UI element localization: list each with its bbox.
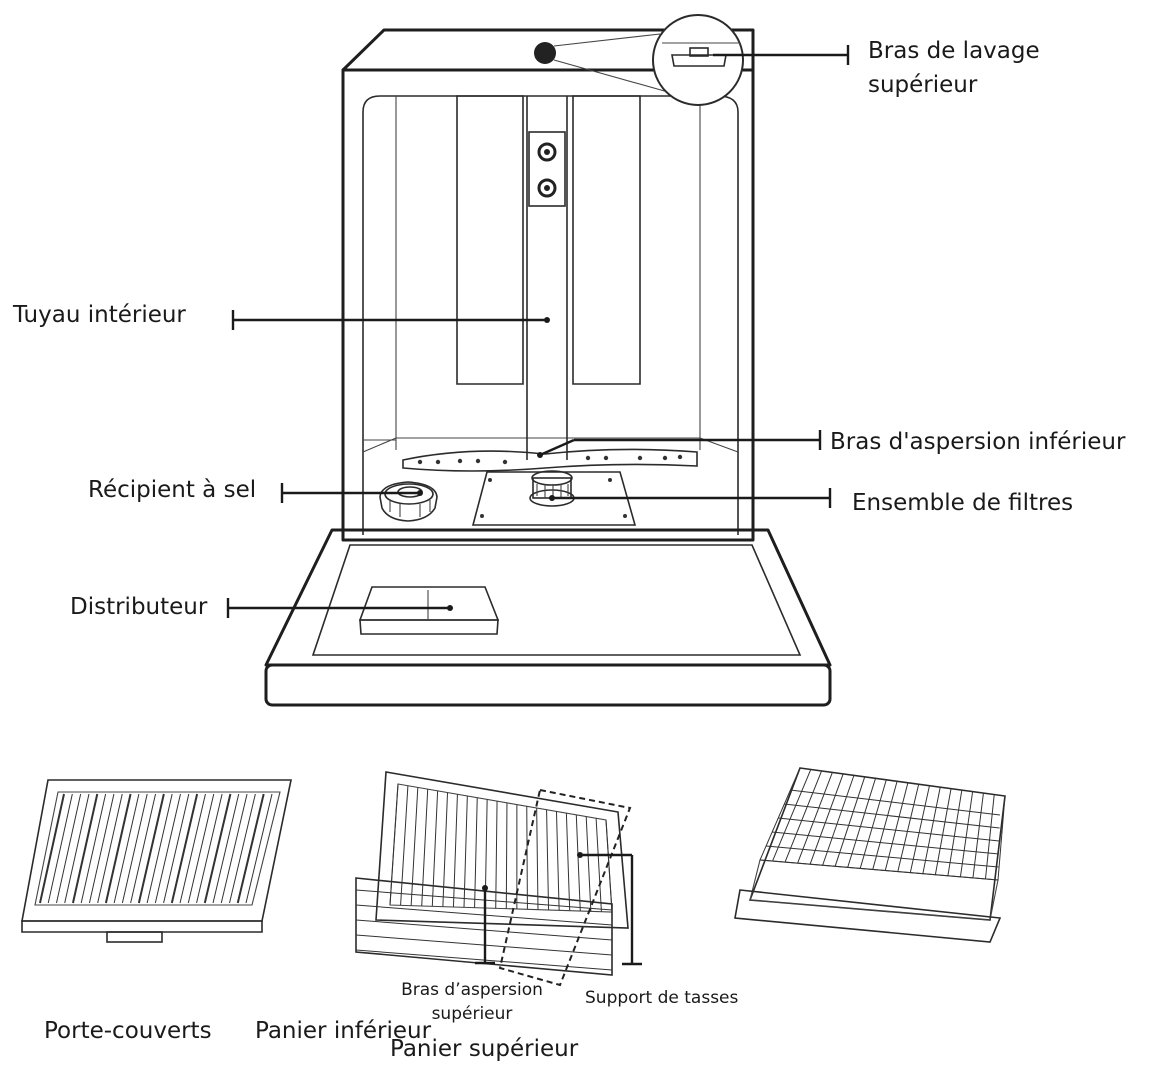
tray-wire: [179, 793, 206, 904]
basket-wire: [859, 779, 887, 869]
basket-wire: [452, 794, 458, 908]
tray-wire: [113, 793, 140, 904]
label-cutlery-tray: Porte-couverts: [44, 1018, 212, 1044]
tray-wire: [146, 793, 173, 904]
basket-wire: [759, 767, 801, 861]
basket-wire: [565, 813, 571, 911]
basket-wire: [463, 795, 468, 908]
basket-wire: [872, 781, 898, 870]
tray-wire: [55, 793, 82, 904]
basket-rail: [765, 845, 999, 868]
tray-wire: [236, 793, 265, 904]
tray-wire: [220, 793, 248, 904]
filter-drawing: [471, 470, 637, 526]
label-upper-spray-arm-line1: Bras d’aspersion: [401, 980, 543, 1000]
tray-wire: [97, 793, 123, 904]
tray-wire: [80, 793, 107, 904]
basket-wire: [474, 797, 478, 908]
tray-wire: [121, 793, 148, 904]
tray-wire: [196, 793, 223, 904]
basket-wire: [772, 769, 812, 862]
tray-wire: [71, 793, 99, 904]
label-upper-basket: Panier supérieur: [390, 1036, 579, 1062]
basket-wire: [526, 806, 528, 910]
label-dispenser: Distributeur: [70, 594, 208, 620]
basket-wire: [947, 790, 963, 876]
basket-wire: [421, 789, 429, 907]
tray-wire: [39, 793, 65, 904]
basket-wire: [934, 788, 952, 875]
basket-wire: [400, 785, 409, 906]
basket-wire: [505, 802, 508, 909]
label-upper-wash-arm-line2: supérieur: [868, 72, 978, 98]
basket-wire: [595, 818, 602, 912]
tray-wire: [104, 793, 132, 904]
basket-wire: [797, 772, 833, 864]
basket-wire: [997, 795, 1006, 881]
basket-wire: [442, 792, 449, 907]
basket-wire: [389, 783, 399, 906]
tray-wire: [130, 793, 157, 904]
lower-spray-arm-drawing: [402, 448, 698, 472]
basket-wire: [784, 770, 823, 863]
basket-wire: [495, 801, 498, 909]
basket-wire: [605, 819, 613, 913]
label-lower-basket: Panier inférieur: [255, 1018, 432, 1044]
basket-wire: [536, 807, 539, 910]
basket-wire: [555, 811, 560, 911]
basket-wire: [822, 775, 855, 866]
lower-basket-drawing: [734, 767, 1006, 943]
label-upper-wash-arm-line1: Bras de lavage: [868, 38, 1040, 64]
basket-wire: [984, 794, 995, 879]
basket-rail: [759, 859, 999, 881]
inner-pipe-drawing: [526, 96, 568, 460]
label-filter-assembly: Ensemble de filtres: [852, 490, 1074, 516]
label-inner-pipe: Tuyau intérieur: [13, 302, 186, 328]
tray-wire: [137, 793, 165, 904]
dishwasher-door: [264, 528, 832, 707]
label-salt-container: Récipient à sel: [88, 477, 257, 503]
basket-wire: [834, 776, 866, 867]
basket-wire: [922, 787, 941, 874]
leader-lines: [226, 45, 850, 966]
salt-container-drawing: [379, 481, 438, 522]
dishwasher-cabinet: [341, 28, 755, 542]
basket-wire: [884, 782, 909, 871]
tray-wire: [154, 793, 181, 904]
basket-wire: [809, 773, 844, 865]
basket-rail: [777, 817, 1000, 842]
basket-rail: [783, 803, 1000, 829]
basket-wire: [410, 787, 419, 906]
basket-wire: [585, 816, 592, 912]
basket-wire: [972, 792, 984, 878]
cutlery-tray-drawing: [21, 779, 292, 943]
tray-wire: [47, 793, 73, 904]
tray-wire: [64, 793, 90, 904]
label-cup-shelf: Support de tasses: [585, 988, 739, 1008]
basket-rail: [771, 831, 999, 855]
basket-wire: [575, 814, 581, 912]
upper-basket-drawing: [355, 771, 632, 987]
basket-wire: [897, 784, 920, 872]
basket-wire: [909, 785, 930, 873]
tray-wire: [229, 793, 256, 904]
tray-wire: [187, 793, 215, 904]
basket-wire: [847, 778, 877, 868]
label-upper-spray-arm-line2: supérieur: [431, 1004, 513, 1024]
label-lower-spray-arm: Bras d'aspersion inférieur: [830, 429, 1126, 455]
tray-wire: [170, 793, 199, 904]
basket-rail: [789, 789, 1001, 816]
tray-wire: [203, 793, 232, 904]
tray-wire: [88, 793, 115, 904]
basket-wire: [546, 809, 550, 911]
tray-wire: [212, 793, 240, 904]
tray-wire: [163, 793, 190, 904]
tray-wire: [245, 793, 273, 904]
upper-wash-arm-zoom: [534, 14, 744, 106]
basket-wire: [431, 790, 439, 907]
basket-wire: [959, 791, 974, 877]
